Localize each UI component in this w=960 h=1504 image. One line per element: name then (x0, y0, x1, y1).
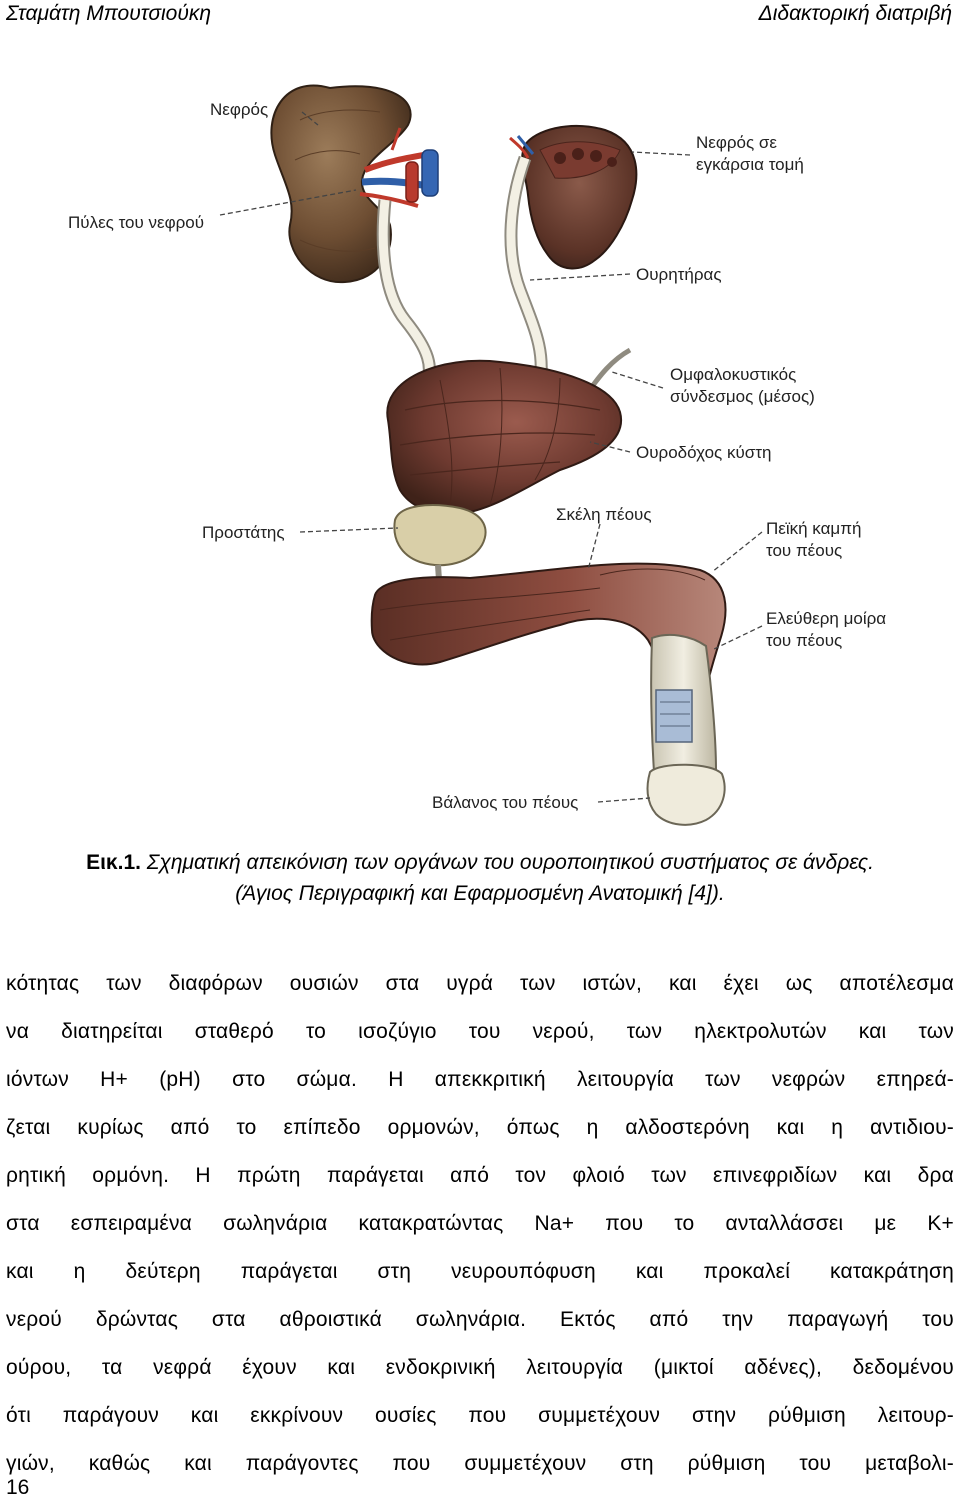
urinary-system-figure: Νεφρός Πύλες του νεφρού Νεφρός σε εγκάρσ… (68, 84, 886, 826)
figure-caption-text: Σχηματική απεικόνιση των οργάνων του ουρ… (140, 851, 874, 874)
body-line: να διατηρείται σταθερό το ισοζύγιο του ν… (6, 1020, 954, 1043)
renal-vessels-illustration (359, 127, 439, 208)
label-bladder: Ουροδόχος κύστη (636, 443, 771, 462)
body-line: ρητική ορμόνη. Η πρώτη παράγεται από τον… (6, 1164, 954, 1187)
label-penile-curve-2: του πέους (766, 541, 842, 560)
body-line: ιόντων Η+ (pH) στο σώμα. Η απεκκριτική λ… (6, 1068, 954, 1091)
label-kidney-section-1: Νεφρός σε (696, 133, 777, 152)
body-line: νερού δρώντας στα αθροιστικά σωληνάρια. … (6, 1308, 954, 1331)
label-free-part-1: Ελεύθερη μοίρα (766, 609, 886, 628)
label-penile-curve-1: Πεϊκή καμπή (766, 519, 861, 538)
figure-source: (Άγιος Περιγραφική και Εφαρμοσμένη Ανατο… (0, 879, 960, 909)
body-line: στα εσπειραμένα σωληνάρια κατακρατώντας … (6, 1212, 954, 1235)
figure-number: Εικ.1. (86, 851, 141, 874)
label-prostate: Προστάτης (202, 523, 285, 542)
body-line: ούρου, τα νεφρά έχουν και ενδοκρινική λε… (6, 1356, 954, 1379)
label-kidney: Νεφρός (210, 100, 268, 119)
figure-source-text: (Άγιος Περιγραφική και Εφαρμοσμένη Ανατο… (235, 882, 725, 905)
header-author: Σταμάτη Μπουτσιούκη (6, 2, 212, 25)
body-line: και η δεύτερη παράγεται στη νευρουπόφυση… (6, 1260, 954, 1283)
page-number: 16 (6, 1476, 30, 1499)
figure-caption: Εικ.1. Σχηματική απεικόνιση των οργάνων … (0, 848, 960, 878)
label-free-part-2: του πέους (766, 631, 842, 650)
header-thesis-title: Διδακτορική διατριβή (758, 2, 952, 25)
kidney-left-illustration (270, 84, 412, 284)
label-umbilical-ligament-2: σύνδεσμος (μέσος) (670, 387, 815, 406)
body-paragraph: κότητας των διαφόρων ουσιών στα υγρά των… (6, 960, 954, 1488)
leader-lines (219, 111, 763, 803)
body-line: ζεται κυρίως από το επίπεδο ορμονών, όπω… (6, 1116, 954, 1139)
label-glans: Βάλανος του πέους (432, 793, 578, 812)
label-renal-hilum: Πύλες του νεφρού (68, 213, 204, 232)
body-line: κότητας των διαφόρων ουσιών στα υγρά των… (6, 972, 954, 995)
penis-illustration (370, 562, 727, 826)
bladder-illustration (386, 359, 623, 515)
body-line: γιών, καθώς και παράγοντες που συμμετέχο… (6, 1452, 954, 1475)
body-line: ότι παράγουν και εκκρίνουν ουσίες που συ… (6, 1404, 954, 1427)
label-kidney-section-2: εγκάρσια τομή (696, 155, 804, 174)
label-ureter: Ουρητήρας (636, 265, 722, 284)
label-penile-crura: Σκέλη πέους (556, 505, 652, 524)
kidney-section-illustration (509, 124, 638, 270)
label-umbilical-ligament-1: Ομφαλοκυστικός (670, 365, 796, 384)
